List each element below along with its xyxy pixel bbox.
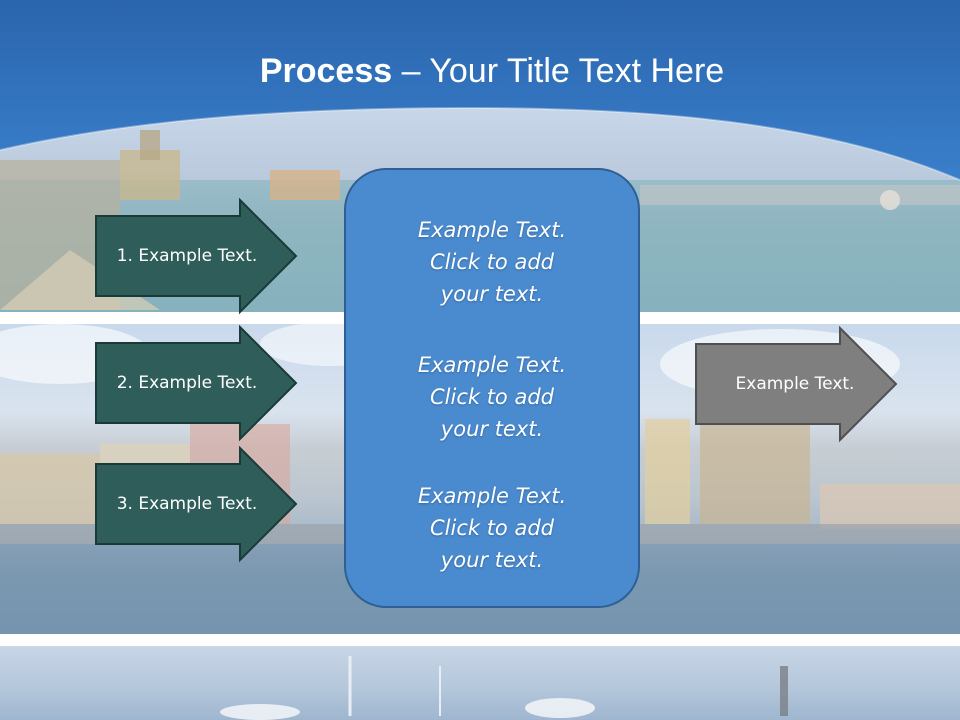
panel-text-block-2[interactable]: Example Text. Click to add your text. bbox=[346, 349, 638, 445]
step-1-label: 1. Example Text. bbox=[116, 246, 258, 266]
divider-stripe bbox=[0, 634, 960, 646]
step-1-arrow[interactable] bbox=[94, 198, 300, 316]
step-2-arrow[interactable] bbox=[94, 325, 300, 443]
page-title: Process – Your Title Text Here bbox=[0, 52, 960, 91]
panel-1-line-1: Example Text. bbox=[417, 218, 567, 242]
step-2-label: 2. Example Text. bbox=[116, 373, 258, 393]
panel-text-block-3[interactable]: Example Text. Click to add your text. bbox=[346, 480, 638, 576]
panel-1-line-3: your text. bbox=[440, 282, 544, 306]
panel-3-line-1: Example Text. bbox=[417, 484, 567, 508]
panel-text-block-1[interactable]: Example Text. Click to add your text. bbox=[346, 214, 638, 310]
boats-illustration bbox=[220, 656, 788, 720]
title-bold: Process bbox=[259, 52, 393, 90]
panel-3-line-2: Click to add bbox=[429, 516, 554, 540]
output-arrow[interactable] bbox=[694, 326, 900, 444]
panel-1-line-2: Click to add bbox=[429, 250, 554, 274]
title-rest: – Your Title Text Here bbox=[392, 52, 725, 90]
panel-3-line-3: your text. bbox=[440, 548, 544, 572]
center-content-panel[interactable]: Example Text. Click to add your text. Ex… bbox=[344, 168, 640, 608]
photo-band-boats bbox=[0, 646, 960, 720]
step-3-arrow[interactable] bbox=[94, 446, 300, 564]
step-3-label: 3. Example Text. bbox=[116, 494, 258, 514]
panel-2-line-3: your text. bbox=[440, 417, 544, 441]
header-banner bbox=[0, 0, 960, 181]
output-label: Example Text. bbox=[735, 374, 855, 394]
panel-2-line-2: Click to add bbox=[429, 385, 554, 409]
panel-2-line-1: Example Text. bbox=[417, 353, 567, 377]
